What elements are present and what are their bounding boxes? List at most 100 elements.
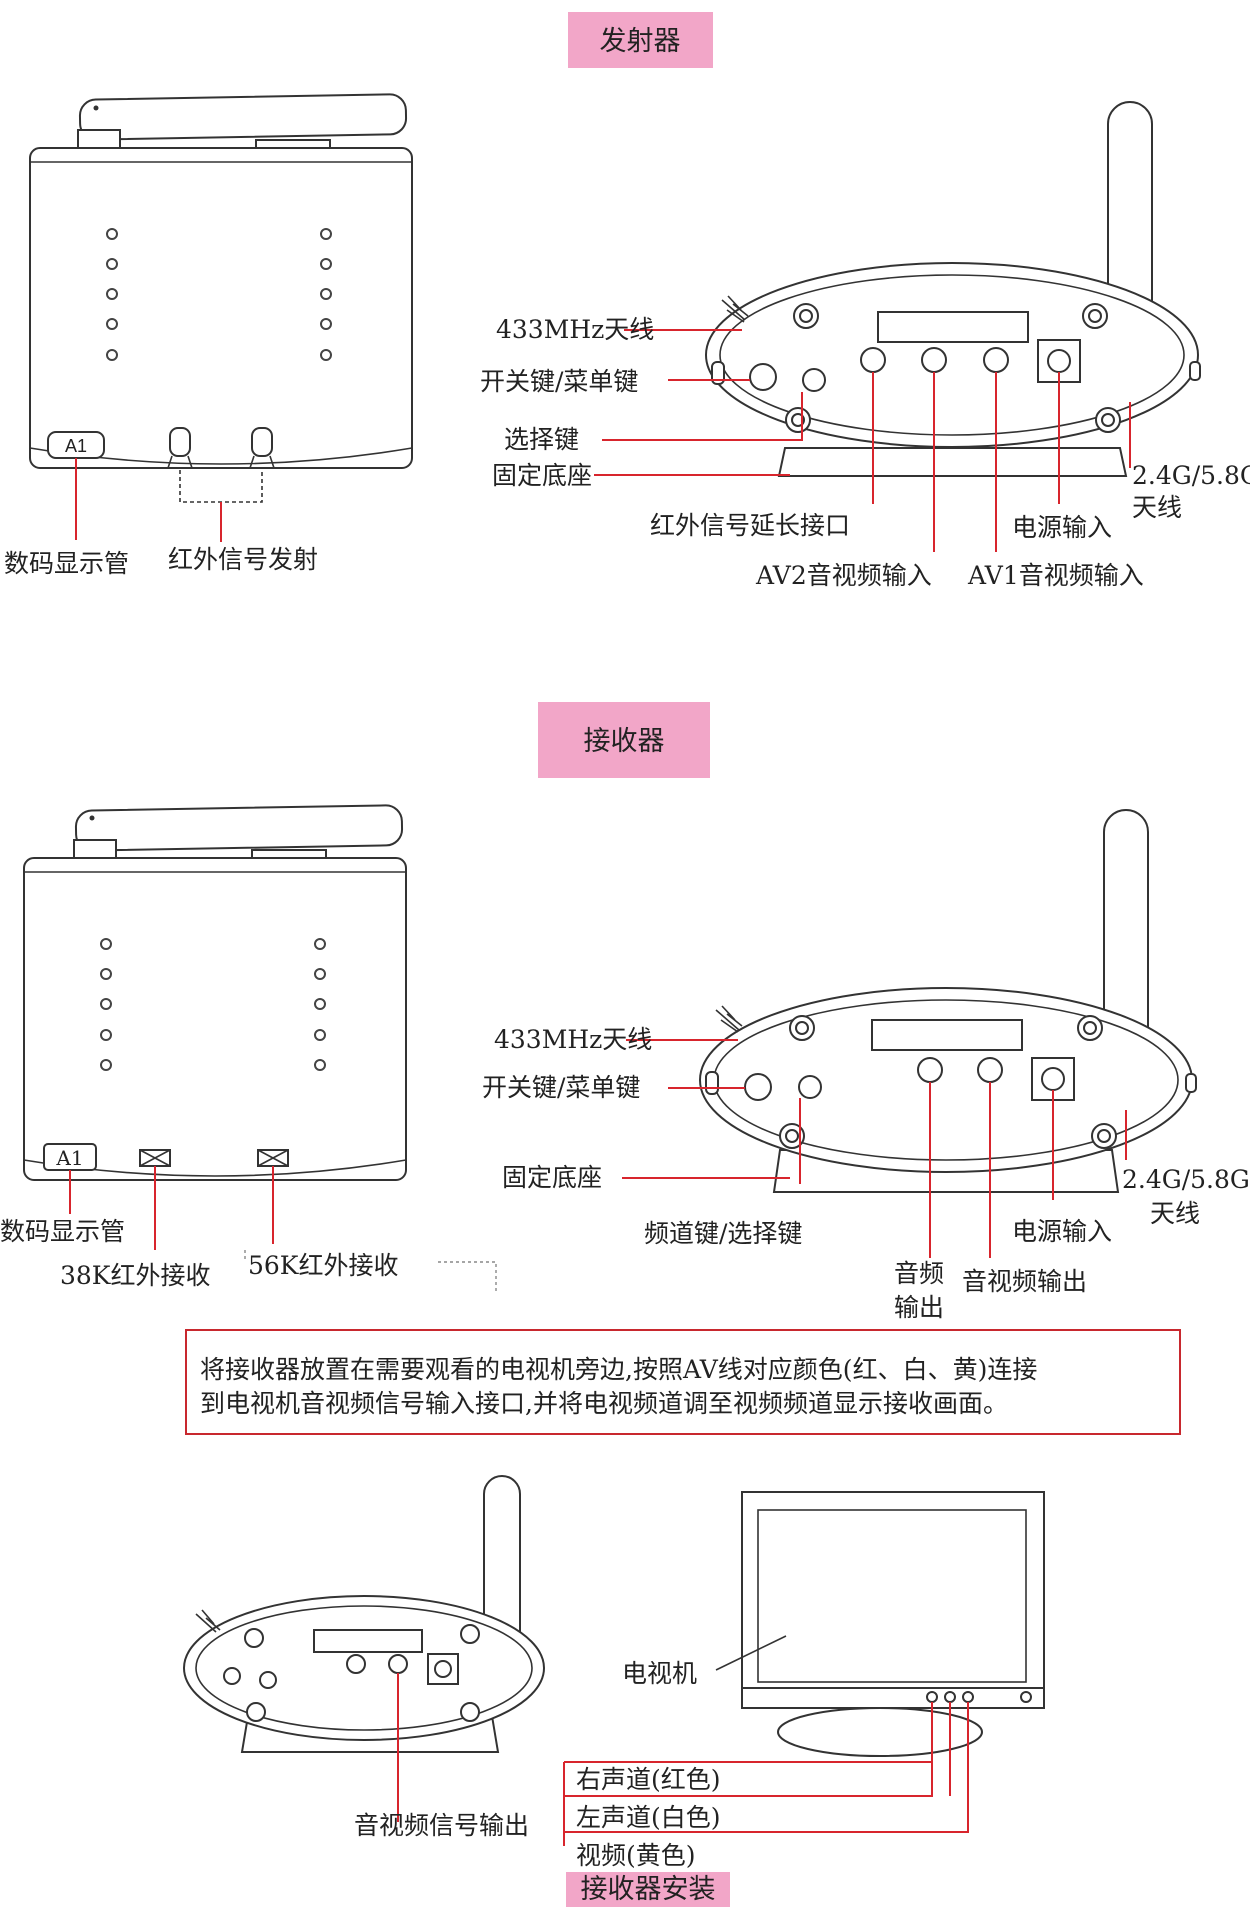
- ir-receiver-56k: [257, 1149, 289, 1167]
- label-digit-tube: 数码显示管: [4, 549, 129, 578]
- cable-yellow: [564, 1702, 969, 1833]
- av1-jack: [983, 347, 1009, 373]
- label-ir-ext-port: 红外信号延长接口: [650, 511, 850, 540]
- tv-screen: [757, 1509, 1027, 1683]
- install-title-box: [566, 1872, 730, 1907]
- label-av2-input: AV2音视频输入: [755, 561, 932, 590]
- install-display-window: [313, 1629, 423, 1653]
- install-audio-jack: [346, 1654, 366, 1674]
- led-column-left: [106, 228, 118, 361]
- label-antenna-24-58-l2: 天线: [1132, 493, 1182, 522]
- transmitter-front-view: [594, 101, 1201, 552]
- ir-ext-jack: [860, 347, 886, 373]
- display-window: [877, 311, 1029, 343]
- transmitter-leaders: [594, 329, 1131, 552]
- label-channel-select-key: 频道键/选择键: [644, 1219, 802, 1248]
- receiver-title: 接收器: [584, 726, 665, 757]
- label-antenna-24-58-l1: 2.4G/5.8G: [1122, 1165, 1250, 1194]
- power-jack: [1047, 349, 1071, 373]
- install-section: 音视频信号输出 电视机 右声道(红色) 左声道(白色) 视频(黄色) 接收器安装: [183, 1475, 1045, 1907]
- label-select-key: 选择键: [504, 425, 579, 454]
- power-menu-key: [744, 1073, 772, 1101]
- tv-jack-white: [944, 1691, 956, 1703]
- install-tv: [715, 1491, 1045, 1757]
- tv-stand: [777, 1707, 983, 1757]
- install-panel: [195, 1605, 533, 1731]
- side-button: [1185, 1073, 1197, 1093]
- receiver-top-view: A1: [23, 804, 497, 1292]
- label-tv: 电视机: [622, 1659, 697, 1688]
- ir-receiver-38k: [139, 1149, 171, 1167]
- fixed-base: [777, 447, 1128, 477]
- label-antenna-433: 433MHz天线: [494, 1025, 652, 1054]
- receiver-section: 接收器 A1: [0, 702, 1250, 1322]
- ir-ext-socket: [711, 361, 725, 385]
- channel-select-key: [798, 1075, 822, 1099]
- ir-emitter-left: [169, 427, 191, 457]
- receiver-front-view: [622, 809, 1197, 1258]
- av-out-jack: [977, 1057, 1003, 1083]
- label-av-signal-out: 音视频信号输出: [354, 1811, 529, 1840]
- antenna-pivot: [93, 105, 99, 111]
- install-coil: [195, 1609, 221, 1633]
- label-56k: 56K红外接收: [248, 1251, 399, 1280]
- front-housing: [699, 987, 1193, 1173]
- ir-emitter-right: [251, 427, 273, 457]
- tv-jack-yellow: [962, 1691, 974, 1703]
- tv-bottom-bar: [741, 1687, 1045, 1709]
- label-right-channel: 右声道(红色): [576, 1765, 721, 1794]
- label-antenna-433: 433MHz天线: [496, 315, 654, 344]
- power-menu-key: [749, 363, 777, 391]
- tv-power-button: [1020, 1691, 1032, 1703]
- audio-out-jack: [917, 1057, 943, 1083]
- screw-holes: [779, 1015, 1117, 1149]
- install-title: 接收器安装: [581, 1874, 716, 1905]
- transmitter-top-view: A1: [29, 93, 413, 542]
- label-antenna-24-58-l2: 天线: [1150, 1199, 1200, 1228]
- label-power-menu-key: 开关键/菜单键: [482, 1073, 640, 1102]
- screw-holes: [785, 303, 1121, 433]
- label-power-menu-key: 开关键/菜单键: [480, 367, 638, 396]
- digit-display-text: A1: [65, 436, 87, 456]
- tv-jack-red: [926, 1691, 938, 1703]
- ir-emitter-rays: [167, 455, 275, 469]
- display-window: [871, 1019, 1023, 1051]
- label-base: 固定底座: [502, 1163, 602, 1192]
- ir-dashed-bracket: [179, 470, 263, 503]
- label-38k: 38K红外接收: [60, 1261, 211, 1290]
- install-note: 将接收器放置在需要观看的电视机旁边,按照AV线对应颜色(红、白、黄)连接 到电视…: [185, 1329, 1181, 1435]
- av-cable-leaders: [563, 1702, 969, 1846]
- cable-red: [563, 1702, 933, 1846]
- antenna-hinge: [77, 129, 121, 149]
- leader-select: [602, 392, 803, 441]
- led-column-right: [320, 228, 332, 361]
- label-power-input: 电源输入: [1012, 1217, 1112, 1246]
- label-av1-input: AV1音视频输入: [967, 561, 1144, 590]
- receiver-body: [23, 857, 407, 1181]
- label-antenna-24-58-l1: 2.4G/5.8G: [1132, 461, 1250, 490]
- antenna-433-coil: [721, 295, 749, 323]
- select-key: [802, 368, 826, 392]
- side-button: [1189, 361, 1201, 381]
- receiver-title-box: [538, 702, 710, 778]
- transmitter-section: 发射器 A1: [4, 12, 1250, 590]
- label-left-channel: 左声道(白色): [576, 1803, 721, 1832]
- label-digit-tube: 数码显示管: [0, 1217, 125, 1246]
- label-av-output: 音视频输出: [962, 1267, 1087, 1296]
- install-av-jack: [388, 1654, 408, 1674]
- note-line-2: 到电视机音视频信号输入接口,并将电视频道调至视频频道显示接收画面。: [200, 1389, 1008, 1418]
- folded-antenna: [74, 804, 404, 852]
- power-jack: [1041, 1067, 1065, 1091]
- antenna-pivot: [89, 815, 95, 821]
- led-column-left: [100, 938, 112, 1071]
- label-power-input: 电源输入: [1012, 513, 1112, 542]
- label-video: 视频(黄色): [576, 1841, 696, 1870]
- install-power-jack: [434, 1660, 452, 1678]
- front-housing: [705, 262, 1199, 448]
- av2-jack: [921, 347, 947, 373]
- front-panel-outline: [719, 274, 1185, 436]
- folded-antenna: [78, 93, 408, 141]
- install-receiver: [183, 1475, 545, 1822]
- receiver-leaders: [622, 1039, 1127, 1258]
